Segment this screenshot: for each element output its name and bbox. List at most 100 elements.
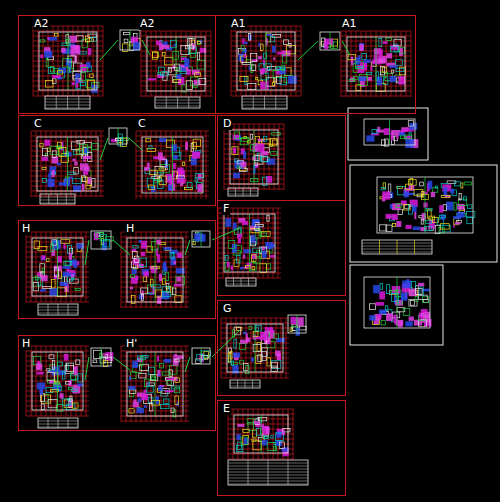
- plan-stroke: [244, 267, 248, 269]
- plan-stroke: [423, 312, 430, 318]
- plan-stroke: [128, 386, 135, 390]
- plan-stroke: [129, 377, 131, 381]
- plan-stroke: [201, 348, 202, 364]
- plan-stroke: [389, 65, 398, 67]
- plan-stroke: [376, 37, 377, 91]
- plan-stroke: [257, 342, 261, 351]
- plan-stroke: [77, 374, 82, 382]
- plan-stroke: [163, 72, 167, 80]
- plan-stroke: [248, 35, 251, 41]
- plan-stroke: [184, 58, 189, 67]
- plan-stroke: [461, 183, 463, 188]
- plan-stroke: [439, 215, 445, 217]
- plan-stroke: [130, 30, 131, 50]
- plan-stroke: [267, 358, 271, 366]
- plan-stroke: [67, 137, 68, 191]
- plan-stroke: [320, 32, 340, 50]
- plan-stroke: [261, 251, 270, 258]
- plan-stroke: [36, 372, 43, 375]
- plan-stroke: [437, 219, 443, 225]
- plan-stroke: [157, 370, 160, 377]
- plan-stroke: [258, 355, 262, 362]
- plan-stroke: [48, 399, 57, 407]
- plan-stroke: [257, 143, 265, 151]
- plan-stroke: [230, 380, 260, 388]
- plan-stroke: [341, 96, 411, 97]
- plan-stroke: [136, 131, 209, 132]
- plan-stroke: [139, 240, 142, 243]
- plan-stroke: [143, 277, 147, 282]
- plan-stroke: [71, 274, 74, 277]
- drawing-panel: A2A2: [18, 15, 216, 114]
- plan-stroke: [174, 284, 182, 287]
- plan-stroke: [255, 324, 256, 372]
- plan-stroke: [194, 233, 203, 241]
- schedule-table: [45, 96, 90, 109]
- plan-stroke: [185, 142, 188, 150]
- plan-stroke: [77, 140, 84, 143]
- plan-stroke: [162, 372, 170, 375]
- plan-stroke: [392, 203, 401, 210]
- plan-stroke: [48, 418, 49, 428]
- plan-stroke: [166, 284, 169, 289]
- floor-plan: [109, 128, 128, 146]
- plan-stroke: [358, 55, 360, 62]
- plan-stroke: [26, 302, 89, 303]
- plan-stroke: [122, 44, 128, 52]
- leader-line: [113, 240, 130, 255]
- plan-stroke: [167, 380, 174, 386]
- plan-stroke: [424, 227, 431, 231]
- plan-stroke: [68, 26, 69, 96]
- plan-stroke: [359, 44, 363, 51]
- plan-stroke: [148, 367, 154, 374]
- plan-stroke: [364, 277, 430, 328]
- plan-stroke: [235, 132, 240, 139]
- plan-stroke: [162, 279, 165, 285]
- plan-stroke: [277, 67, 281, 70]
- plan-stroke: [380, 284, 383, 290]
- plan-stroke: [140, 357, 143, 366]
- plan-stroke: [264, 96, 265, 109]
- plan-stroke: [133, 402, 140, 407]
- floor-plan: [121, 346, 189, 422]
- plan-stroke: [68, 32, 69, 90]
- plan-stroke: [195, 179, 197, 182]
- plan-stroke: [406, 225, 412, 229]
- plan-stroke: [388, 184, 391, 192]
- plan-label: H: [125, 223, 135, 235]
- plan-stroke: [164, 359, 172, 363]
- plan-stroke: [74, 167, 78, 174]
- plan-stroke: [160, 159, 166, 167]
- plan-stroke: [153, 286, 155, 294]
- plan-stroke: [233, 173, 240, 179]
- plan-stroke: [32, 352, 83, 410]
- plan-stroke: [192, 152, 200, 159]
- plan-stroke: [141, 394, 148, 400]
- plan-stroke: [198, 174, 202, 180]
- plan-stroke: [266, 26, 267, 96]
- plan-stroke: [233, 147, 236, 153]
- plan-stroke: [121, 351, 189, 352]
- plan-stroke: [221, 373, 289, 374]
- plan-stroke: [272, 140, 277, 144]
- plan-stroke: [80, 64, 87, 72]
- plan-stroke: [238, 238, 241, 243]
- plan-stroke: [130, 390, 136, 394]
- plan-stroke: [241, 46, 244, 51]
- floor-plan: [221, 318, 289, 378]
- plan-stroke: [404, 191, 409, 197]
- plan-stroke: [42, 286, 51, 288]
- plan-stroke: [348, 54, 355, 59]
- plan-stroke: [235, 188, 236, 196]
- leader-line: [85, 357, 89, 380]
- plan-stroke: [229, 241, 235, 249]
- plan-stroke: [144, 167, 149, 171]
- plan-stroke: [255, 163, 258, 165]
- leader-line: [298, 41, 318, 60]
- plan-stroke: [45, 81, 53, 87]
- plan-stroke: [57, 194, 58, 204]
- plan-stroke: [31, 196, 104, 197]
- plan-stroke: [270, 244, 276, 247]
- plan-stroke: [389, 76, 396, 82]
- plan-stroke: [144, 405, 147, 408]
